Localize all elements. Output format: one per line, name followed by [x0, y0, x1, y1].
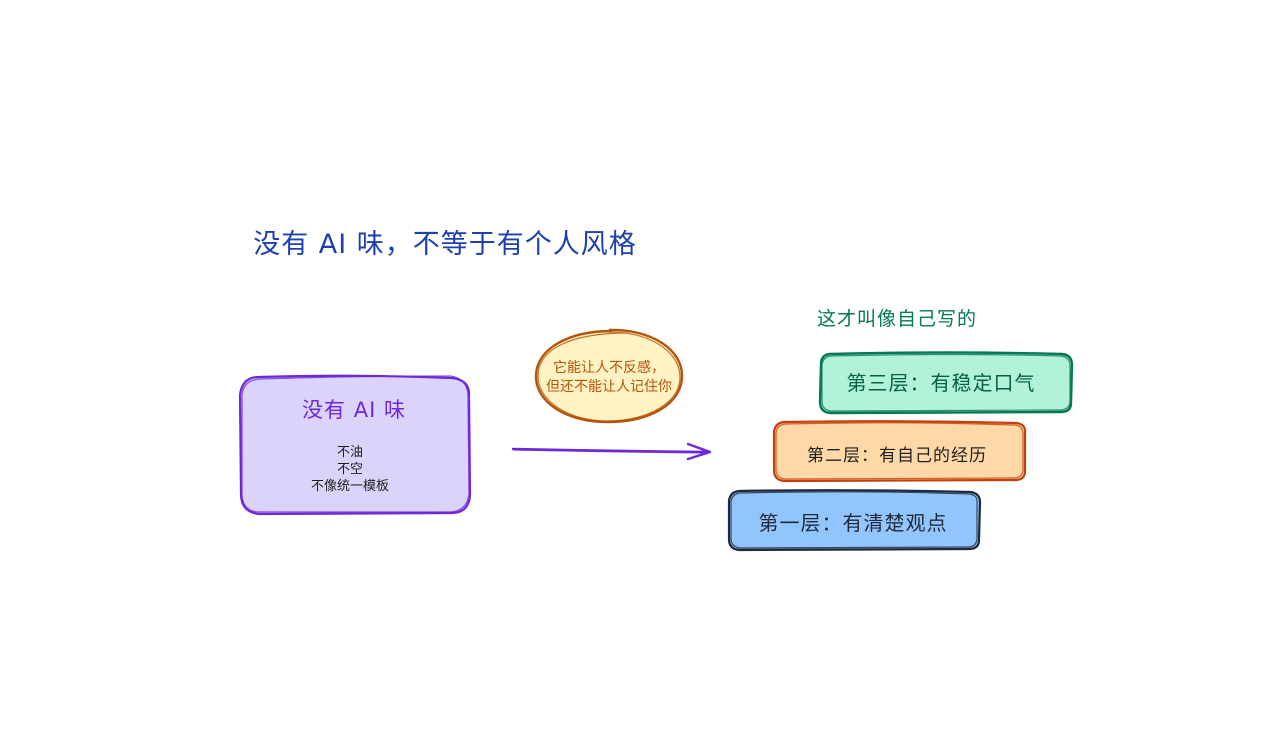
layer-1-label: 第一层：有清楚观点: [758, 511, 948, 535]
layer-3-label: 第三层：有稳定口气: [846, 371, 1036, 395]
left-box-line-2: 不空: [336, 462, 364, 477]
left-box-title: 没有 AI 味: [302, 398, 406, 422]
left-box-line-1: 不油: [336, 445, 364, 460]
arrow: [511, 442, 712, 461]
bubble-line-1: 它能让人不反感，: [553, 360, 665, 376]
layer-2-label: 第二层：有自己的经历: [807, 446, 987, 466]
layers-caption: 这才叫像自己写的: [816, 308, 978, 330]
diagram-title: 没有 AI 味，不等于有个人风格: [253, 229, 637, 260]
left-box-line-3: 不像统一模板: [310, 479, 390, 494]
bubble-line-2: 但还不能让人记住你: [546, 379, 672, 395]
